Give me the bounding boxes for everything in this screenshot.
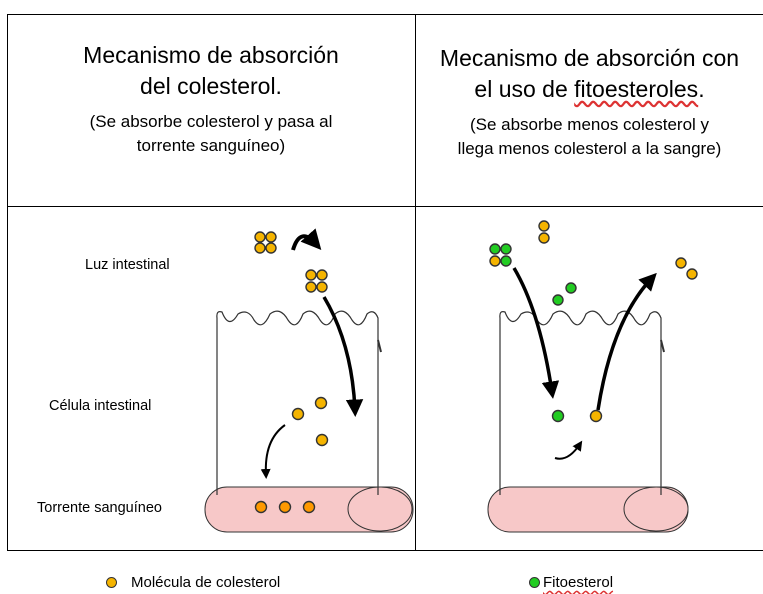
right-arrow-small (554, 440, 583, 460)
legend-phytosterol-label: Fitoesterol (543, 574, 614, 591)
left-arrow-curl (291, 228, 322, 251)
right-arrow-out (596, 272, 657, 411)
right-subtitle-line2: llega menos colesterol a la sangre) (457, 139, 722, 158)
left-title-line2: del colesterol. (140, 73, 282, 99)
right-mixed-cluster (489, 243, 512, 267)
right-title-line2-b: fitoesteroles (574, 76, 699, 102)
label-celula-intestinal: Célula intestinal (49, 398, 152, 414)
right-subtitle-line1: (Se absorbe menos colesterol y (469, 115, 710, 134)
legend-cholesterol-label: Molécula de colesterol (131, 574, 281, 591)
right-title-line2-a: el uso de (474, 76, 575, 102)
right-arrow-down (512, 267, 560, 399)
right-phytosterol-pair (552, 282, 577, 306)
left-cell-cholesterol (291, 396, 329, 447)
left-arrow-to-blood (260, 424, 286, 479)
right-title-line1: Mecanismo de absorción con (439, 45, 740, 71)
legend-cholesterol: Molécula de colesterol (106, 574, 280, 591)
left-blood-cholesterol (254, 500, 316, 514)
table-frame (7, 14, 763, 551)
legend-phytosterol: Fitoesterol (529, 574, 613, 591)
left-cholesterol-cluster-top (254, 231, 277, 254)
right-cholesterol-pair-top (538, 220, 550, 244)
left-subtitle-line2: torrente sanguíneo) (136, 136, 286, 155)
right-cholesterol-pair-out (675, 257, 698, 280)
right-blood-vessel (487, 486, 689, 533)
right-title-line2-c: . (698, 76, 705, 102)
right-cell-molecules (551, 409, 603, 423)
left-header: Mecanismo de absorción del colesterol. (… (8, 40, 414, 158)
cholesterol-legend-icon (106, 577, 117, 588)
left-title-line1: Mecanismo de absorción (83, 42, 339, 68)
label-torrente-sanguineo: Torrente sanguíneo (37, 500, 162, 516)
left-intestinal-cell (216, 310, 382, 495)
left-cholesterol-cluster-mid (305, 269, 328, 293)
phytosterol-legend-icon (529, 577, 540, 588)
right-intestinal-cell (499, 310, 665, 495)
label-luz-intestinal: Luz intestinal (85, 257, 170, 273)
header-divider (7, 206, 763, 207)
right-title-line2: el uso de fitoesteroles. (416, 74, 763, 105)
column-divider (415, 14, 416, 551)
right-header: Mecanismo de absorción con el uso de fit… (416, 43, 763, 161)
left-subtitle-line1: (Se absorbe colesterol y pasa al (89, 112, 333, 131)
left-arrow-down (322, 296, 364, 417)
